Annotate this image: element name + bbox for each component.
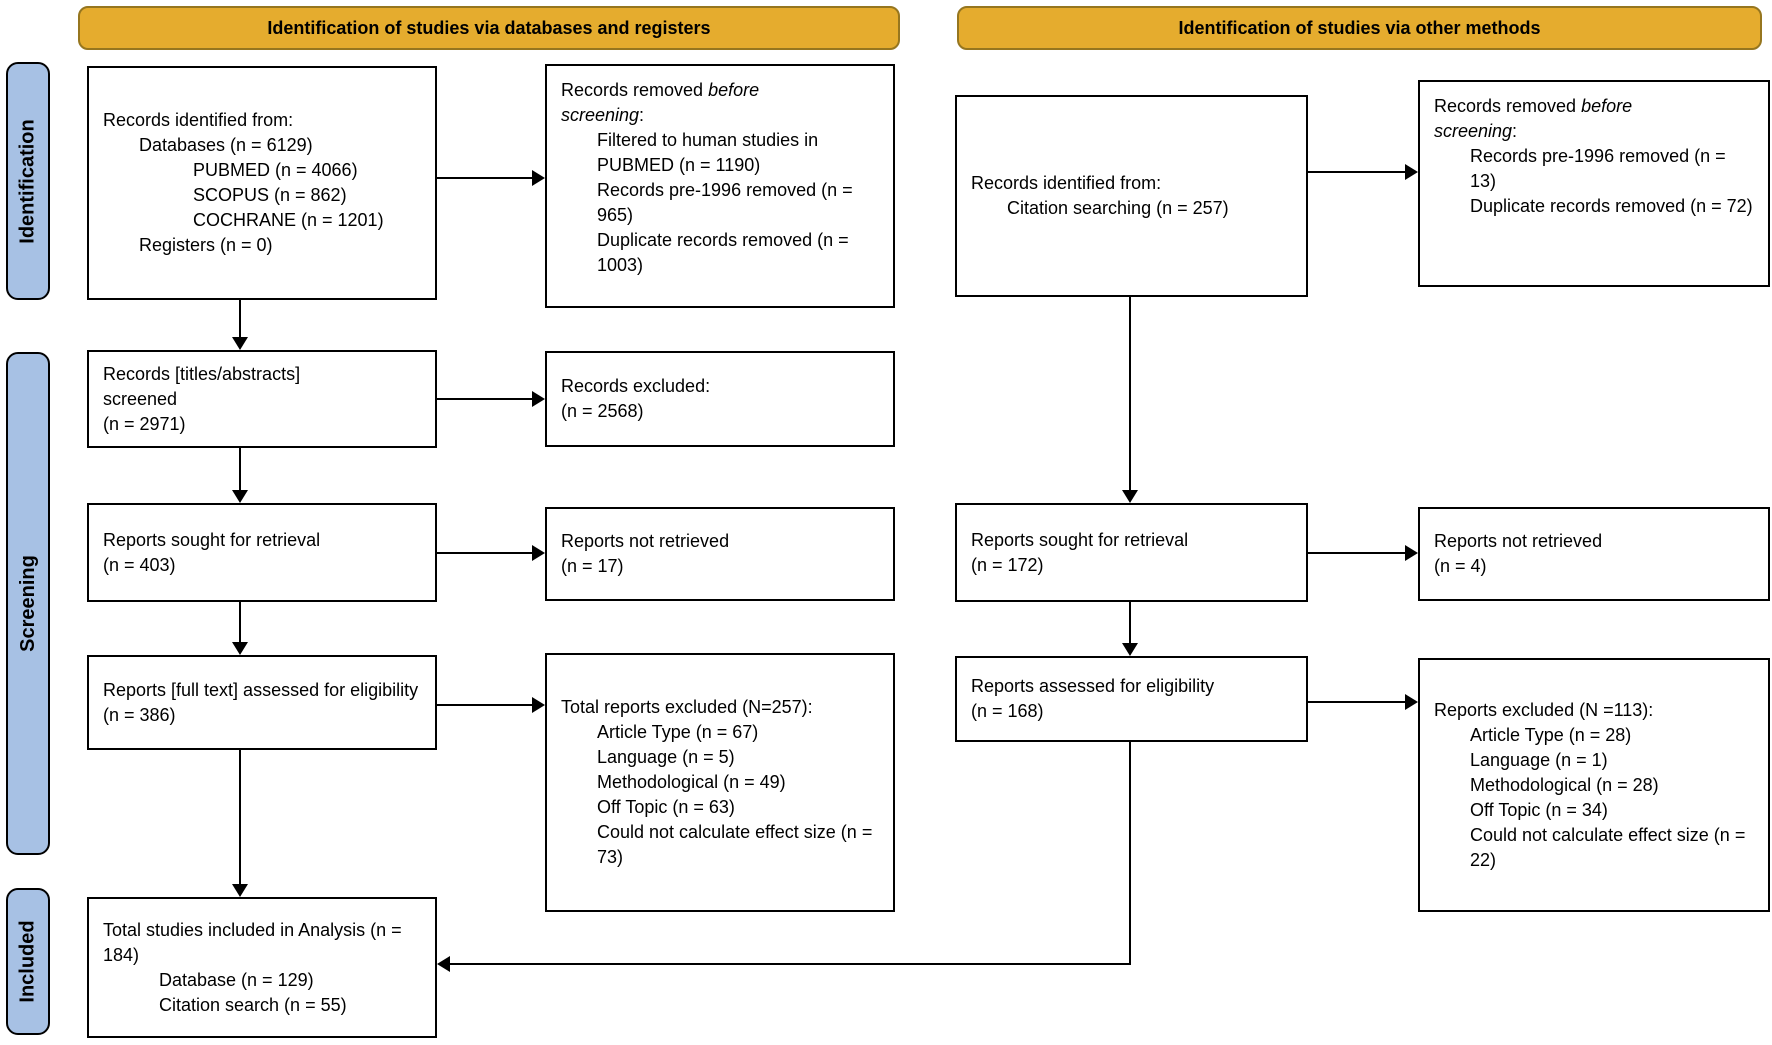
box-line: Records identified from: [103, 110, 294, 130]
box-line: Citation search (n = 55) [159, 994, 347, 1015]
box-line: Duplicate records removed (n = 72) [1470, 196, 1753, 216]
stage-rail-included: Included [6, 888, 50, 1035]
banner-label: Identification of studies via databases … [267, 17, 711, 38]
box-line: screening: [561, 105, 645, 125]
box-line: (n = 17) [561, 556, 624, 576]
box-line: Reports not retrieved [1434, 531, 1603, 551]
box-line: Records removed before [1434, 96, 1633, 116]
stage-label: Screening [16, 555, 39, 652]
box-line: Reports assessed for eligibility [971, 676, 1215, 696]
box-line: (n = 403) [103, 554, 176, 575]
box-line: SCOPUS (n = 862) [193, 185, 347, 205]
banner-databases-registers: Identification of studies via databases … [78, 6, 900, 50]
box-line: Databases (n = 6129) [139, 135, 313, 155]
box-db-reports-not-retrieved: Reports not retrieved (n = 17) [545, 507, 895, 601]
box-line: Off Topic (n = 34) [1470, 799, 1608, 820]
box-line: screening: [1434, 121, 1518, 141]
box-line: Article Type (n = 67) [597, 722, 759, 742]
box-line: Total studies included in Analysis (n = … [103, 919, 402, 965]
box-other-reports-sought: Reports sought for retrieval (n = 172) [955, 503, 1308, 602]
box-line: Could not calculate effect size (n = 22) [1470, 824, 1746, 870]
banner-label: Identification of studies via other meth… [1178, 17, 1541, 38]
box-db-records-identified: Records identified from: Databases (n = 6… [87, 66, 437, 300]
box-db-records-screened: Records [titles/abstracts] screened (n = 2… [87, 350, 437, 448]
box-other-records-identified: Records identified from: Citation searchi… [955, 95, 1308, 297]
box-line: Records [titles/abstracts] [103, 363, 301, 384]
box-line: (n = 168) [971, 701, 1044, 721]
box-line: Records pre-1996 removed (n = 13) [1470, 146, 1726, 191]
box-line: Language (n = 5) [597, 747, 735, 767]
box-line: Reports not retrieved [561, 531, 730, 551]
box-db-reports-assessed: Reports [full text] assessed for eligibi… [87, 655, 437, 750]
box-line: Records excluded: [561, 376, 711, 396]
box-line: screened [103, 388, 178, 409]
box-line: Methodological (n = 49) [597, 772, 786, 792]
box-db-records-excluded: Records excluded: (n = 2568) [545, 351, 895, 447]
box-line: Records removed before [561, 80, 760, 100]
stage-label: Included [16, 920, 39, 1003]
box-line: (n = 2971) [103, 413, 186, 434]
box-other-reports-assessed: Reports assessed for eligibility (n = 168… [955, 656, 1308, 742]
box-line: (n = 2568) [561, 401, 644, 421]
box-other-reports-not-retrieved: Reports not retrieved (n = 4) [1418, 507, 1770, 601]
box-line: Database (n = 129) [159, 969, 314, 990]
box-line: Could not calculate effect size (n = 73) [597, 822, 873, 867]
box-line: Records identified from: [971, 173, 1162, 193]
box-other-reports-excluded-detail: Reports excluded (N =113): Article Type (… [1418, 658, 1770, 912]
box-line: Total reports excluded (N=257): [561, 697, 813, 717]
stage-rail-identification: Identification [6, 62, 50, 300]
box-line: Registers (n = 0) [139, 235, 273, 255]
box-line: Duplicate records removed (n = 1003) [597, 230, 849, 275]
box-included-total: Total studies included in Analysis (n = … [87, 897, 437, 1038]
box-line: Reports sought for retrieval [103, 529, 321, 550]
box-line: Language (n = 1) [1470, 749, 1608, 770]
box-db-reports-sought: Reports sought for retrieval (n = 403) [87, 503, 437, 602]
box-line: (n = 172) [971, 554, 1044, 575]
stage-rail-screening: Screening [6, 352, 50, 855]
box-line: Citation searching (n = 257) [1007, 198, 1229, 218]
box-line: Off Topic (n = 63) [597, 797, 735, 817]
box-line: (n = 4) [1434, 556, 1487, 576]
box-line: COCHRANE (n = 1201) [193, 210, 384, 230]
box-db-records-removed: Records removed before screening: Filtered… [545, 64, 895, 308]
box-line: Filtered to human studies in PUBMED (n =… [597, 130, 819, 175]
box-line: (n = 386) [103, 704, 176, 725]
stage-label: Identification [16, 118, 39, 244]
banner-other-methods: Identification of studies via other meth… [957, 6, 1762, 50]
box-line: Reports sought for retrieval [971, 529, 1189, 550]
box-other-records-removed: Records removed before screening: Records … [1418, 80, 1770, 287]
box-line: Article Type (n = 28) [1470, 724, 1632, 745]
box-db-reports-excluded-detail: Total reports excluded (N=257): Article T… [545, 653, 895, 912]
box-line: PUBMED (n = 4066) [193, 160, 358, 180]
box-line: Reports excluded (N =113): [1434, 699, 1654, 720]
box-line: Records pre-1996 removed (n = 965) [597, 180, 853, 225]
box-line: Reports [full text] assessed for eligibi… [103, 679, 419, 700]
box-line: Methodological (n = 28) [1470, 774, 1659, 795]
